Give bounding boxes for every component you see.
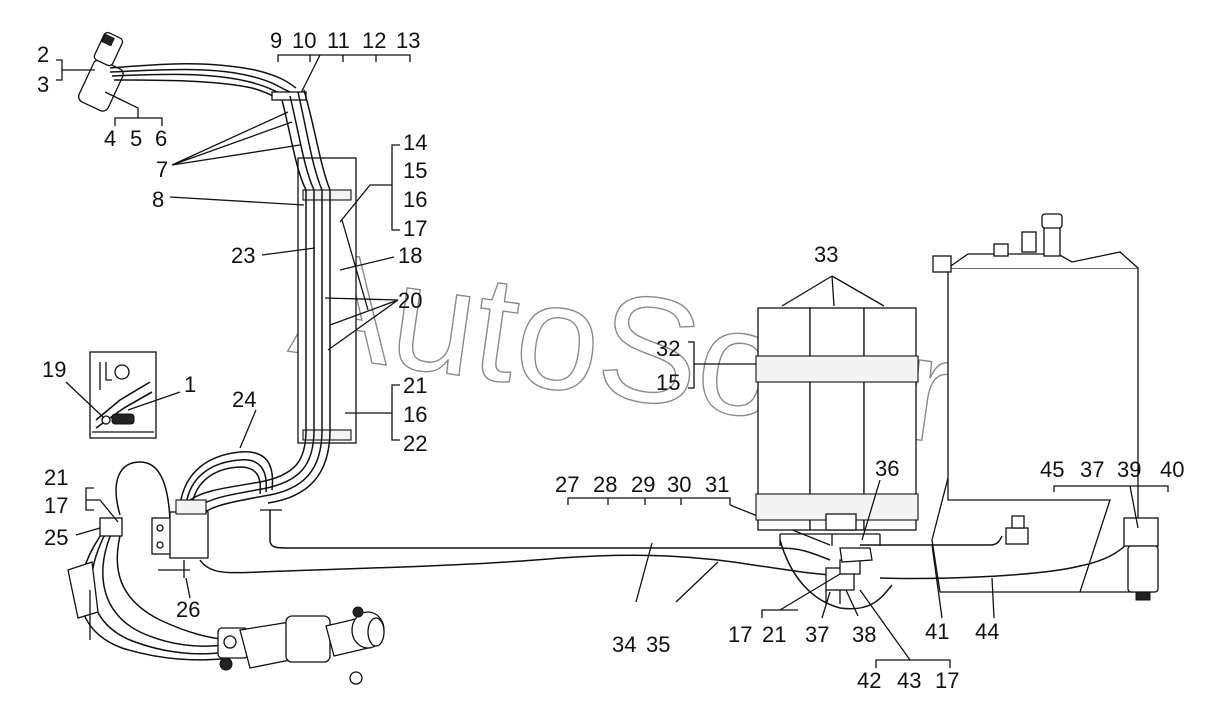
callout-21b: 21 bbox=[44, 465, 68, 490]
callout-24: 24 bbox=[232, 387, 256, 412]
long-harness bbox=[199, 510, 893, 610]
valve-37-38 bbox=[825, 547, 873, 604]
callout-14: 14 bbox=[403, 130, 427, 155]
callout-31: 31 bbox=[705, 472, 729, 497]
callout-21c: 21 bbox=[762, 622, 786, 647]
component-40 bbox=[1123, 517, 1159, 601]
callout-17a: 17 bbox=[403, 216, 427, 241]
callout-18: 18 bbox=[398, 243, 422, 268]
callout-17c: 17 bbox=[728, 622, 752, 647]
callout-37a: 37 bbox=[805, 622, 829, 647]
inset-view bbox=[89, 351, 157, 439]
callout-9: 9 bbox=[270, 28, 282, 53]
callout-36: 36 bbox=[875, 456, 899, 481]
callout-2: 2 bbox=[37, 42, 49, 67]
callout-19: 19 bbox=[42, 357, 66, 382]
vertical-harness bbox=[189, 89, 331, 515]
bottom-assembly bbox=[217, 606, 385, 685]
callout-11: 11 bbox=[327, 28, 350, 53]
callout-33: 33 bbox=[814, 242, 838, 267]
callout-30: 30 bbox=[667, 472, 691, 497]
callout-7: 7 bbox=[156, 157, 168, 182]
callout-5: 5 bbox=[130, 126, 142, 151]
callout-28: 28 bbox=[593, 472, 617, 497]
connector-25 bbox=[99, 517, 123, 537]
callout-20: 20 bbox=[398, 288, 422, 313]
callout-25: 25 bbox=[44, 525, 68, 550]
callout-10: 10 bbox=[292, 28, 316, 53]
callout-34: 34 bbox=[612, 632, 636, 657]
callout-13: 13 bbox=[396, 28, 420, 53]
callout-3: 3 bbox=[37, 72, 49, 97]
callout-4: 4 bbox=[104, 126, 116, 151]
callout-16b: 16 bbox=[403, 402, 427, 427]
callout-23: 23 bbox=[231, 243, 255, 268]
callout-12: 12 bbox=[362, 28, 386, 53]
callout-22: 22 bbox=[403, 431, 427, 456]
callout-38: 38 bbox=[852, 622, 876, 647]
callout-26: 26 bbox=[176, 597, 200, 622]
callout-40: 40 bbox=[1160, 457, 1184, 482]
relay-unit-26 bbox=[151, 499, 209, 578]
callout-44: 44 bbox=[975, 619, 999, 644]
callout-17d: 17 bbox=[935, 668, 959, 693]
callout-43: 43 bbox=[897, 668, 921, 693]
callout-35: 35 bbox=[646, 632, 670, 657]
tank bbox=[931, 213, 1139, 593]
callout-6: 6 bbox=[155, 126, 167, 151]
callout-29: 29 bbox=[631, 472, 655, 497]
callout-17b: 17 bbox=[44, 493, 68, 518]
harness-panel bbox=[297, 157, 357, 444]
callout-45: 45 bbox=[1040, 457, 1064, 482]
callout-42: 42 bbox=[857, 668, 881, 693]
callout-27: 27 bbox=[555, 472, 579, 497]
callout-15b: 15 bbox=[656, 370, 680, 395]
left-loops bbox=[79, 451, 274, 661]
callout-39: 39 bbox=[1117, 457, 1141, 482]
callout-21a: 21 bbox=[403, 373, 427, 398]
callout-8: 8 bbox=[152, 187, 164, 212]
callout-32: 32 bbox=[656, 336, 680, 361]
callout-15a: 15 bbox=[403, 158, 427, 183]
battery-cells bbox=[755, 307, 919, 531]
callout-41: 41 bbox=[925, 619, 949, 644]
callout-16a: 16 bbox=[403, 187, 427, 212]
upper-harness bbox=[109, 62, 297, 101]
callout-1: 1 bbox=[184, 372, 196, 397]
callout-37b: 37 bbox=[1080, 457, 1104, 482]
